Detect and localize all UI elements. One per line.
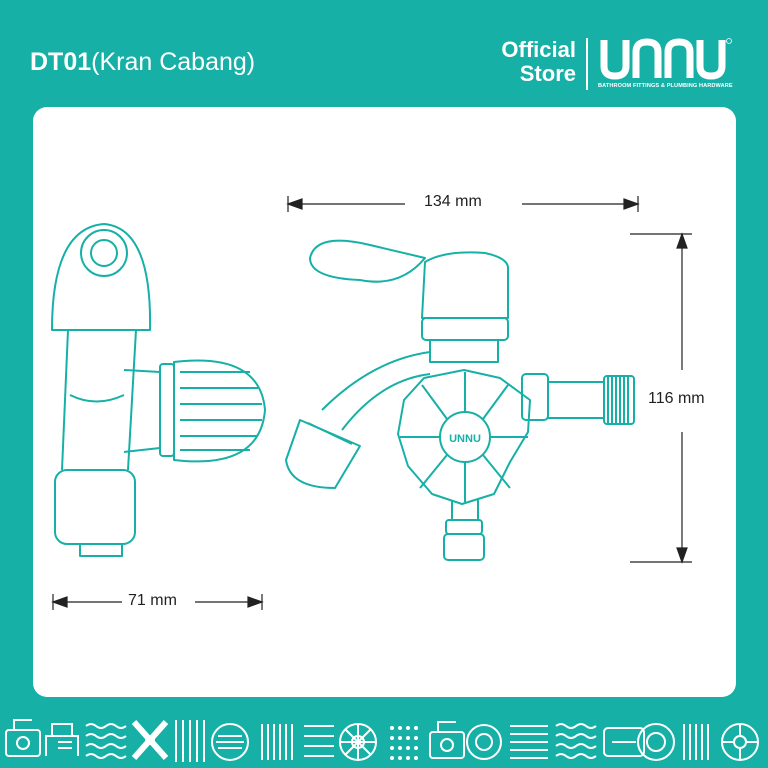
- lines-icon: [261, 724, 293, 760]
- height-dimension-label: 116 mm: [644, 390, 709, 408]
- tap-icon: [429, 721, 465, 759]
- dots-icon: [390, 726, 418, 760]
- official-store-label: Official Store: [480, 38, 576, 86]
- bars-icon: [175, 720, 205, 762]
- header-divider: [586, 38, 588, 90]
- svg-text:UNNU: UNNU: [449, 433, 481, 445]
- pipe-icon: [683, 724, 709, 760]
- brand-logo: BATHROOM FITTINGS & PLUMBING HARDWARE: [598, 36, 733, 92]
- wave-icon: [85, 723, 127, 759]
- wave-icon: [555, 723, 597, 759]
- model-code: DT01: [30, 48, 92, 76]
- pipe-fitting-icon: [603, 727, 645, 757]
- wheel-icon: [721, 723, 759, 761]
- drain-icon: [211, 723, 249, 761]
- unnu-logo-icon: [600, 38, 732, 80]
- product-name: (Kran Cabang): [91, 48, 256, 76]
- x-icon: [131, 720, 169, 760]
- front-view-faucet-icon: UNNU: [285, 239, 635, 561]
- valve-icon: [5, 719, 41, 757]
- footer-icon-strip: [5, 719, 759, 762]
- side-width-dimension-label: 71 mm: [124, 592, 181, 610]
- page-title: DT01(Kran Cabang): [30, 47, 255, 77]
- ring-icon: [466, 724, 502, 760]
- faucet-icon: [45, 723, 79, 756]
- flower-icon: [339, 723, 377, 761]
- ring-icon: [637, 723, 675, 761]
- official-line: Official: [501, 37, 576, 62]
- grid-icon: [304, 725, 334, 757]
- width-dimension-label: 134 mm: [420, 193, 486, 211]
- stripes-icon: [510, 725, 548, 759]
- side-view-faucet-icon: [51, 223, 266, 557]
- store-line: Store: [519, 61, 576, 86]
- brand-tagline: BATHROOM FITTINGS & PLUMBING HARDWARE: [598, 83, 733, 89]
